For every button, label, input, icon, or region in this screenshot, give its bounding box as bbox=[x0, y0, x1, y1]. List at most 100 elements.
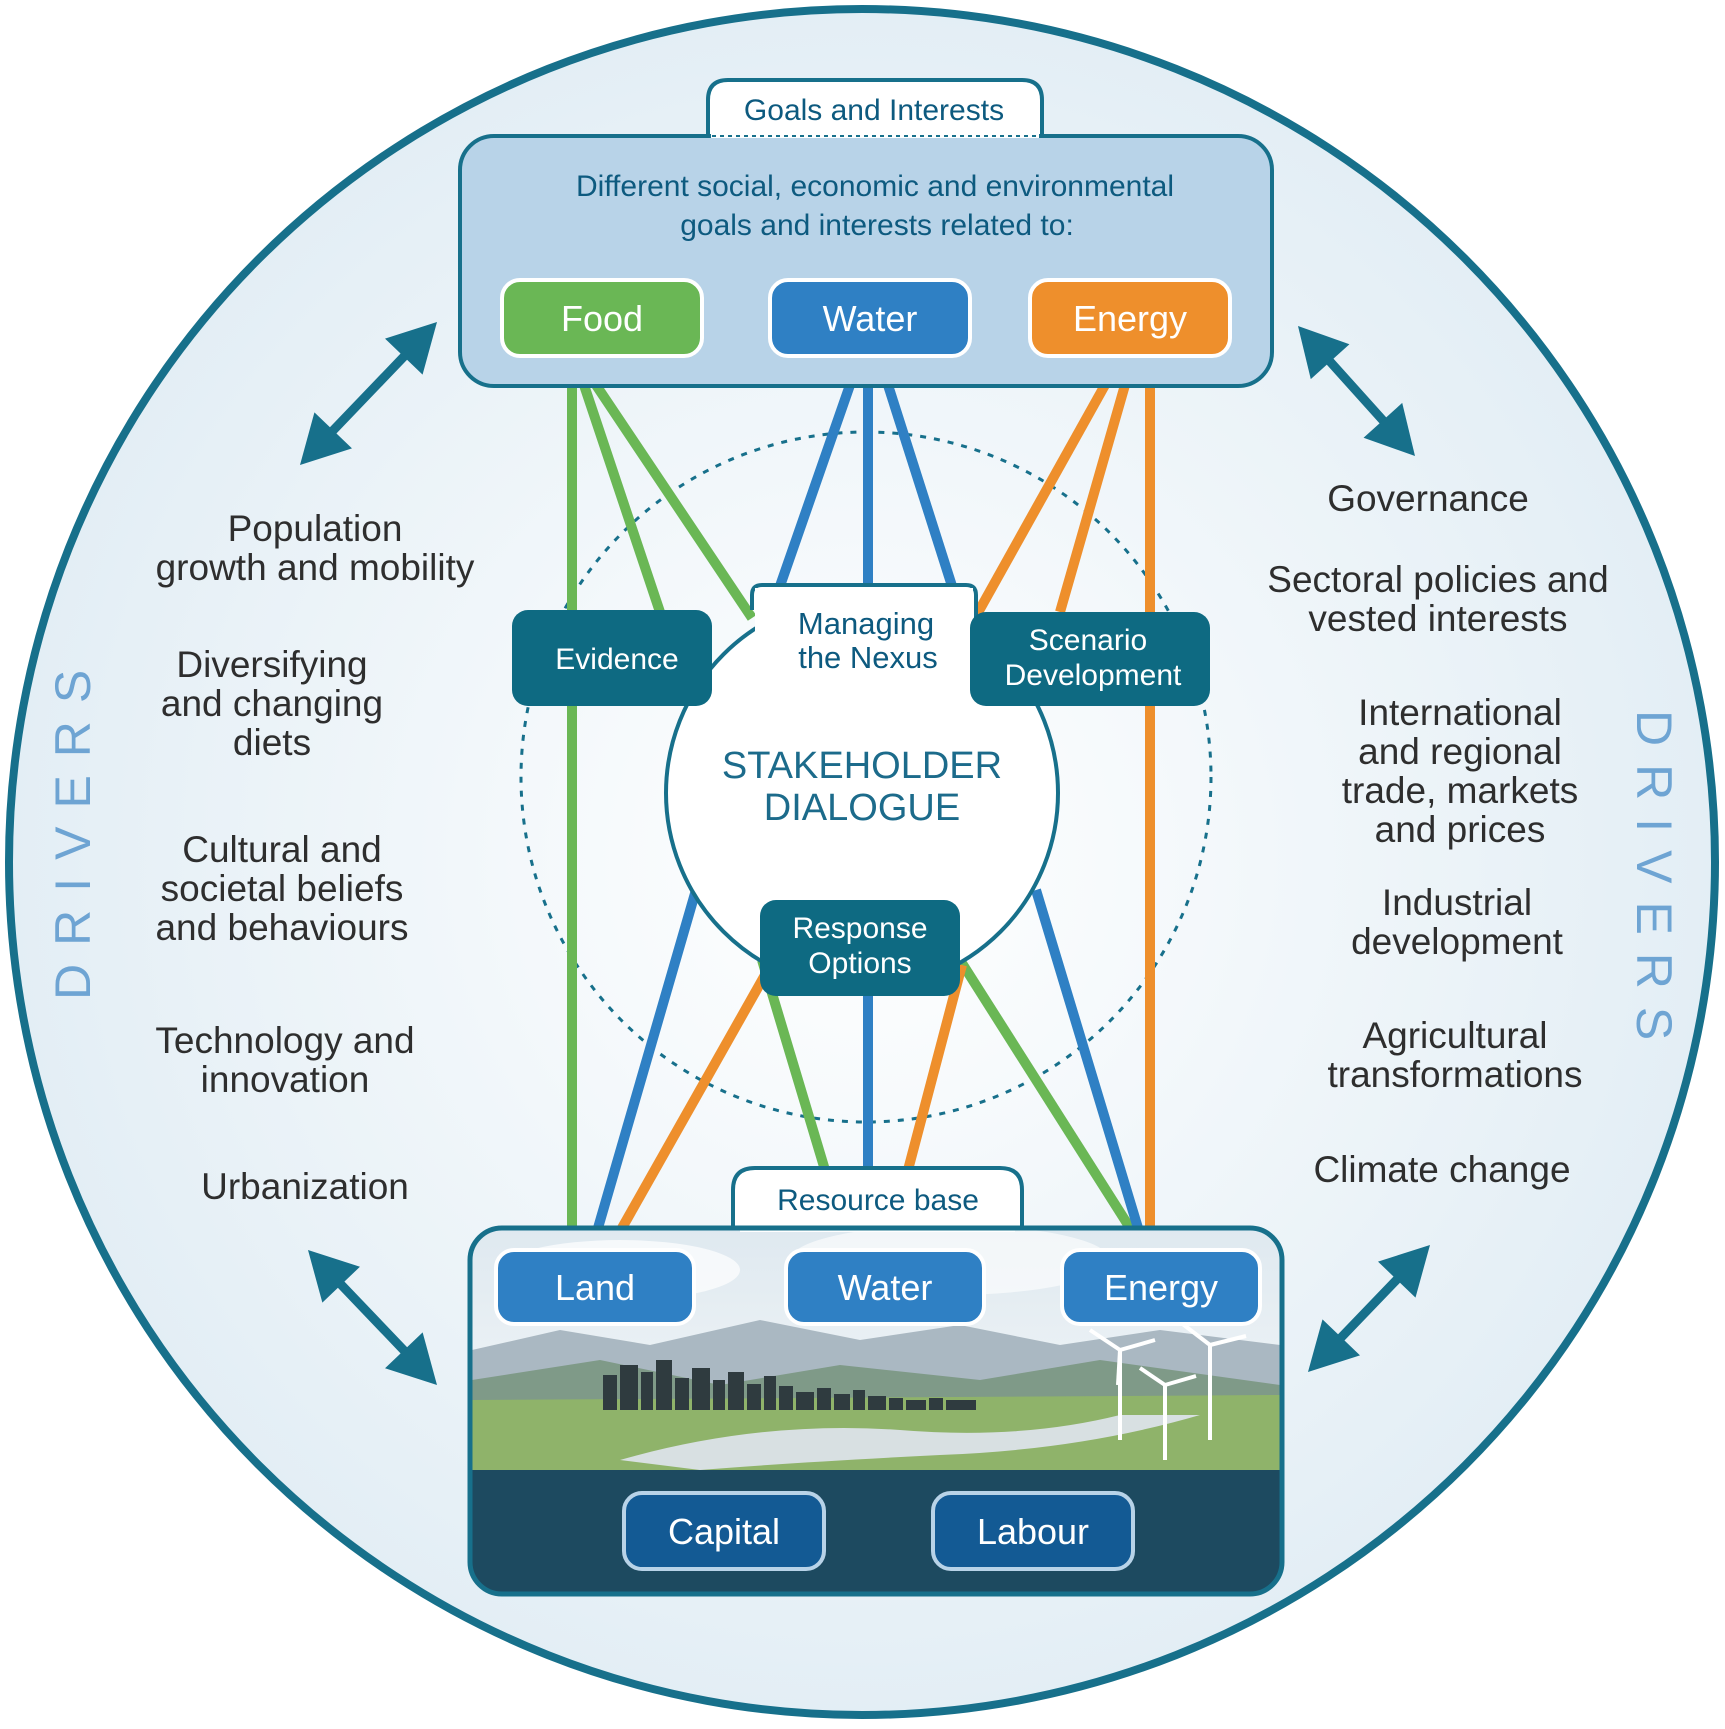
resource-water-label: Water bbox=[838, 1267, 933, 1308]
connector-line bbox=[970, 382, 1110, 621]
connector-line bbox=[1031, 888, 1143, 1230]
driver-line: Technology and bbox=[155, 1020, 414, 1061]
capital-labour-items: Capital Labour bbox=[622, 1491, 1135, 1571]
driver-line: Cultural and bbox=[182, 829, 382, 870]
driver-right-1: Governance bbox=[1327, 478, 1529, 519]
resource-capital: Capital bbox=[622, 1491, 826, 1571]
goal-food-box bbox=[500, 278, 704, 358]
managing-line1: Managing bbox=[798, 606, 934, 641]
resource-labour-label: Labour bbox=[977, 1511, 1089, 1552]
driver-line: and regional bbox=[1358, 731, 1562, 772]
driver-line: and behaviours bbox=[155, 907, 408, 948]
double-arrow-bottom-right bbox=[1308, 1245, 1430, 1372]
resource-water-box bbox=[784, 1248, 986, 1326]
double-arrow-bottom-left bbox=[308, 1250, 437, 1385]
connector-line bbox=[883, 383, 957, 588]
scenario-box bbox=[970, 612, 1210, 706]
resource-tab-fill bbox=[740, 1192, 1015, 1232]
driver-line: transformations bbox=[1328, 1054, 1583, 1095]
double-arrow-top-left bbox=[300, 322, 437, 465]
goals-description-line2: goals and interests related to: bbox=[680, 209, 1074, 242]
connector-line bbox=[903, 963, 967, 1172]
double-arrow-top-right bbox=[1298, 326, 1415, 456]
goal-water: Water bbox=[768, 278, 972, 358]
resource-tab-label: Resource base bbox=[777, 1184, 979, 1217]
resource-water: Water bbox=[784, 1248, 986, 1326]
goal-water-label: Water bbox=[823, 298, 918, 339]
goals-description-line1: Different social, economic and environme… bbox=[576, 170, 1174, 203]
resource-energy-label: Energy bbox=[1104, 1267, 1218, 1308]
response-line1: Response bbox=[792, 912, 927, 945]
drivers-label-left: DRIVERS bbox=[45, 652, 101, 1000]
driver-line: societal beliefs bbox=[161, 868, 404, 909]
goal-food-label: Food bbox=[561, 298, 643, 339]
driver-line: innovation bbox=[201, 1059, 370, 1100]
resource-labour-box bbox=[931, 1491, 1135, 1571]
managing-line2: the Nexus bbox=[798, 640, 938, 675]
driver-line: Governance bbox=[1327, 478, 1529, 519]
resource-energy: Energy bbox=[1060, 1248, 1262, 1326]
driver-line: trade, markets bbox=[1342, 770, 1578, 811]
resource-capital-box bbox=[622, 1491, 826, 1571]
connector-line bbox=[955, 957, 1135, 1231]
driver-line: Sectoral policies and bbox=[1267, 559, 1608, 600]
driver-line: Diversifying bbox=[176, 644, 367, 685]
connector-line bbox=[579, 383, 667, 620]
drivers-label-right: DRIVERS bbox=[1626, 710, 1682, 1058]
driver-line: development bbox=[1351, 921, 1564, 962]
driver-line: Population bbox=[228, 508, 403, 549]
driver-line: Urbanization bbox=[201, 1166, 409, 1207]
driver-line: growth and mobility bbox=[156, 547, 475, 588]
goal-energy-box bbox=[1028, 278, 1232, 358]
goal-energy: Energy bbox=[1028, 278, 1232, 358]
connector-line bbox=[591, 382, 757, 621]
resource-panel bbox=[467, 1225, 1285, 1597]
stakeholder-title-line1: STAKEHOLDER bbox=[722, 745, 1002, 787]
scenario-line2: Development bbox=[1005, 659, 1182, 692]
resource-land: Land bbox=[494, 1248, 696, 1326]
goals-tab-label: Goals and Interests bbox=[744, 94, 1004, 127]
resource-capital-label: Capital bbox=[668, 1511, 780, 1552]
evidence-box bbox=[512, 610, 712, 706]
driver-line: and changing bbox=[161, 683, 383, 724]
evidence-label: Evidence bbox=[555, 643, 678, 676]
connector-line bbox=[775, 383, 855, 588]
driver-line: and prices bbox=[1375, 809, 1546, 850]
driver-right-6: Climate change bbox=[1313, 1149, 1570, 1190]
driver-line: vested interests bbox=[1308, 598, 1567, 639]
resource-labour: Labour bbox=[931, 1491, 1135, 1571]
driver-line: Agricultural bbox=[1362, 1015, 1547, 1056]
connector-line bbox=[593, 888, 701, 1230]
goal-food: Food bbox=[500, 278, 704, 358]
response-line2: Options bbox=[808, 947, 911, 980]
resource-energy-box bbox=[1060, 1248, 1262, 1326]
goals-tab-fill bbox=[711, 110, 1039, 138]
driver-line: International bbox=[1358, 692, 1562, 733]
goal-energy-label: Energy bbox=[1073, 298, 1187, 339]
connector-lines bbox=[567, 382, 1155, 1231]
resource-land-box bbox=[494, 1248, 696, 1326]
scenario-line1: Scenario bbox=[1029, 624, 1147, 657]
resource-items: Land Water Energy bbox=[494, 1248, 1262, 1326]
response-box bbox=[760, 900, 960, 996]
driver-left-5: Urbanization bbox=[201, 1166, 409, 1207]
driver-line: Industrial bbox=[1382, 882, 1532, 923]
managing-tab-fill bbox=[755, 588, 973, 678]
driver-line: Climate change bbox=[1313, 1149, 1570, 1190]
connector-line bbox=[617, 972, 770, 1231]
stakeholder-title-line2: DIALOGUE bbox=[764, 787, 960, 829]
resource-land-label: Land bbox=[555, 1267, 635, 1308]
goal-items: Food Water Energy bbox=[500, 278, 1232, 358]
